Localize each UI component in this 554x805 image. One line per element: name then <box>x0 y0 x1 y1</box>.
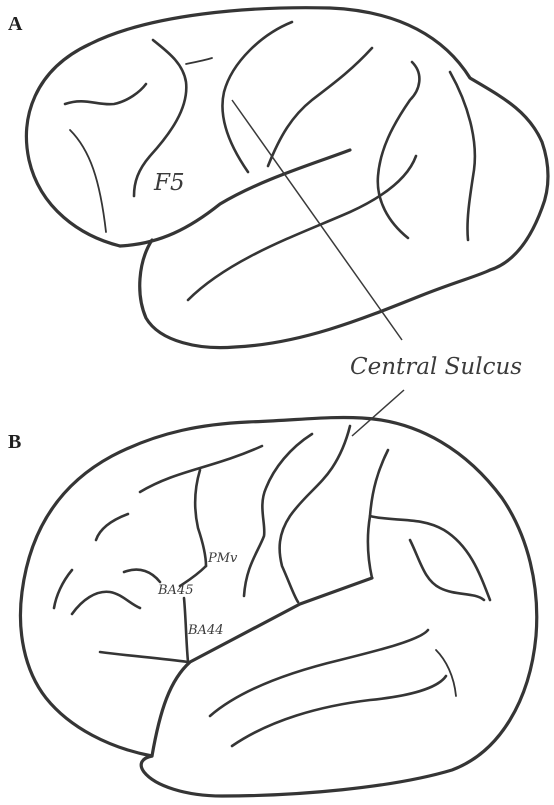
panel-a-letter: A <box>8 13 23 35</box>
panel-b-central-sulcus-leader <box>352 390 404 436</box>
panel-a-arcuate-spur <box>186 58 212 64</box>
panel-a-superior-temporal-sulcus <box>188 156 416 300</box>
panel-b: B PMv BA45 BA44 <box>8 390 537 796</box>
panel-b-pmv-label: PMv <box>207 551 238 566</box>
panel-a-postcentral-sulcus <box>268 48 372 166</box>
panel-a-frontal-outline <box>26 8 548 270</box>
panel-b-postcentral-sulcus <box>368 450 388 578</box>
panel-b-ba45-label: BA45 <box>157 583 193 598</box>
panel-b-letter: B <box>8 431 21 453</box>
panel-b-frontal-convolution-5 <box>100 652 188 662</box>
panel-a-intraparietal-sulcus <box>378 62 420 238</box>
panel-b-inferior-frontal-sulcus <box>195 470 206 566</box>
panel-b-frontal-convolution-2 <box>54 570 72 608</box>
panel-a-temporal-outline <box>140 240 490 348</box>
panel-a-lateral-fissure <box>120 150 350 246</box>
panel-a-principal-sulcus <box>65 84 146 104</box>
panel-b-superior-frontal-sulcus <box>140 446 262 492</box>
panel-b-frontal-convolution-3 <box>124 570 160 582</box>
panel-a-central-sulcus <box>222 22 292 172</box>
panel-a-central-sulcus-leader <box>232 100 402 340</box>
panel-b-temporal-dimple <box>436 650 456 696</box>
panel-b-frontal-convolution-4 <box>72 592 140 614</box>
panel-b-frontal-convolution-1 <box>96 514 128 540</box>
panel-b-intraparietal-sulcus <box>370 516 490 600</box>
panel-b-brain-outline <box>20 417 536 796</box>
panel-a-lunate-sulcus <box>450 72 475 240</box>
panel-a-frontal-dimple <box>70 130 106 232</box>
panel-b-precentral-sulcus <box>244 434 312 596</box>
panel-b-middle-temporal-sulcus <box>232 676 446 746</box>
panel-a: A F5 <box>8 8 548 348</box>
central-sulcus-label: Central Sulcus <box>350 354 522 380</box>
panel-b-superior-temporal-sulcus <box>210 630 428 716</box>
panel-a-f5-label: F5 <box>153 170 185 196</box>
panel-b-parietal-convolution <box>410 540 484 600</box>
panel-b-ba44-label: BA44 <box>187 623 223 638</box>
